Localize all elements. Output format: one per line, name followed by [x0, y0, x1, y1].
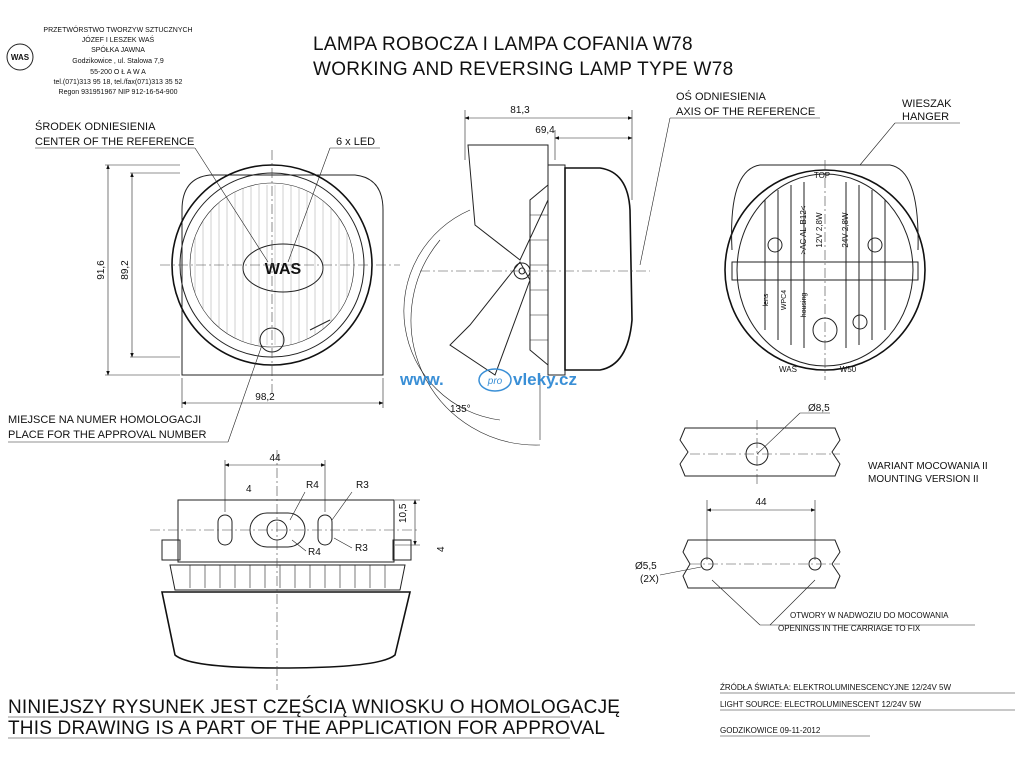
watermark-post: vleky.cz: [513, 370, 577, 389]
company-line-5: 55-200 O Ł A W A: [90, 69, 146, 76]
company-logo: WAS: [6, 43, 34, 71]
dim-4-bot: 4: [436, 546, 447, 552]
watermark: www. pro vleky.cz: [399, 368, 577, 392]
company-line-7: Regon 931951967 NIP 912-16-54-900: [59, 89, 178, 96]
back-24v: 24V 2,8W: [841, 212, 850, 248]
front-view: WAS 98,2 91,6 89,2: [96, 150, 400, 408]
label-hanger-en: HANGER: [902, 111, 949, 123]
back-was: WAŚ: [779, 365, 797, 374]
back-w50: W50: [840, 365, 857, 374]
side-view: 135° 81,3 69,4: [403, 105, 650, 446]
company-line-4: Godzikowice , ul. Stalowa 7,9: [72, 58, 164, 65]
label-hanger-pl: WIESZAK: [902, 98, 952, 110]
dim-89-2: 89,2: [120, 260, 131, 280]
watermark-pre: www.: [399, 370, 444, 389]
label-center-pl: ŚRODEK ODNIESIENIA: [35, 120, 156, 133]
spec-place-date: GODZIKOWICE 09-11-2012: [720, 726, 821, 735]
dim-r3-bot: R3: [355, 543, 368, 554]
company-line-6: tel.(071)313 95 18, tel./fax(071)313 35 …: [54, 79, 183, 86]
title-line-2: WORKING AND REVERSING LAMP TYPE W78: [313, 59, 734, 80]
dim-r4-bot: R4: [308, 547, 321, 558]
watermark-mid: pro: [487, 376, 503, 387]
spec-pl: ŹRÓDŁA ŚWIATŁA: ELEKTROLUMINESCENCYJNE 1…: [720, 683, 951, 692]
company-line-2: JÓZEF I LESZEK WAŚ: [82, 35, 155, 44]
dim-81-3: 81,3: [510, 105, 530, 116]
label-axis-pl: OŚ ODNIESIENIA: [676, 90, 767, 103]
label-variant-pl: WARIANT MOCOWANIA II: [868, 461, 988, 472]
mounting-version-2: Ø8,5 WARIANT MOCOWANIA II MOUNTING VERSI…: [635, 403, 988, 633]
label-axis-en: AXIS OF THE REFERENCE: [676, 106, 815, 118]
spec-en: LIGHT SOURCE: ELECTROLUMINESCENT 12/24V …: [720, 700, 922, 709]
label-approval-en: PLACE FOR THE APPROVAL NUMBER: [8, 429, 207, 441]
label-center-en: CENTER OF THE REFERENCE: [35, 136, 194, 148]
dim-r3-top: R3: [356, 480, 369, 491]
dim-8-5: Ø8,5: [808, 403, 830, 414]
label-holes-en: OPENINGS IN THE CARRIAGE TO FIX: [778, 624, 921, 633]
back-lens: lens: [763, 293, 770, 306]
bottom-view: 44 4 R4 R3 10,5 R4 R3 4: [150, 450, 447, 690]
label-holes-pl: OTWORY W NADWOZIU DO MOCOWANIA: [790, 611, 949, 620]
back-acal: >AC AL-B12<: [799, 205, 808, 254]
footer-line-1: NINIEJSZY RYSUNEK JEST CZĘŚCIĄ WNIOSKU O…: [8, 696, 620, 718]
label-approval-pl: MIEJSCE NA NUMER HOMOLOGACJI: [8, 414, 201, 426]
dim-44-top: 44: [269, 453, 281, 464]
logo-text: WAS: [11, 53, 30, 62]
dim-2x: (2X): [640, 574, 659, 585]
footer-line-2: THIS DRAWING IS A PART OF THE APPLICATIO…: [8, 718, 605, 739]
label-variant-en: MOUNTING VERSION II: [868, 474, 979, 485]
dim-4-top: 4: [246, 484, 252, 495]
back-view: TOP WAŚ W50 12V 2,8W 24V 2,8W >AC AL-B12…: [724, 160, 926, 380]
dim-135: 135°: [450, 404, 471, 415]
dim-69-4: 69,4: [535, 125, 555, 136]
dim-10-5: 10,5: [398, 503, 409, 523]
company-line-1: PRZETWÓRSTWO TWORZYW SZTUCZNYCH: [43, 25, 192, 34]
dim-5-5: Ø5,5: [635, 561, 657, 572]
company-line-3: SPÓŁKA JAWNA: [91, 45, 145, 54]
back-top: TOP: [814, 171, 830, 180]
title-line-1: LAMPA ROBOCZA I LAMPA COFANIA W78: [313, 34, 693, 55]
back-12v: 12V 2,8W: [815, 212, 824, 248]
dim-r4-top: R4: [306, 480, 319, 491]
label-led: 6 x LED: [336, 136, 375, 148]
dim-98-2: 98,2: [255, 392, 275, 403]
back-wpc: WPC4: [781, 290, 788, 310]
dim-44-right: 44: [755, 497, 767, 508]
lens-logo: WAS: [265, 261, 302, 278]
company-header: PRZETWÓRSTWO TWORZYW SZTUCZNYCH JÓZEF I …: [43, 25, 192, 96]
dim-91-6: 91,6: [96, 260, 107, 280]
back-housing: housing: [801, 293, 808, 318]
